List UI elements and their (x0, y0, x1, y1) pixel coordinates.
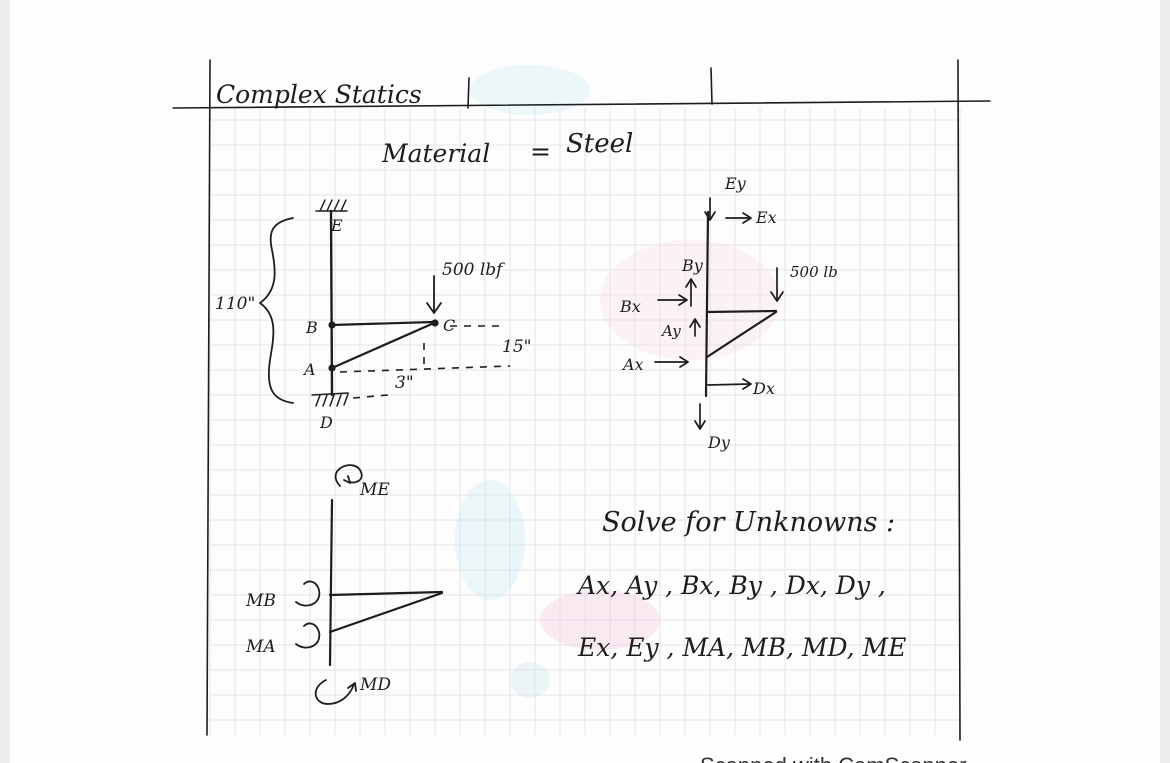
ey-arrow-icon (704, 197, 716, 221)
solve-block: Solve for Unknowns : Ax, Ay , Bx, By , D… (576, 507, 906, 662)
by-arrow-icon (685, 278, 697, 307)
md-label: MD (359, 675, 391, 695)
paper-stains (455, 65, 780, 698)
point-b-label: B (305, 318, 318, 337)
page-title: Complex Statics (216, 80, 422, 109)
ay-arrow-icon (689, 318, 701, 337)
height-brace-icon (259, 217, 294, 404)
dim-base-extension (352, 394, 389, 399)
paper-grid (209, 108, 961, 735)
dx-arrow-icon (707, 378, 752, 390)
fbd-load-label: 500 lb (790, 263, 838, 281)
member-bc (330, 320, 436, 327)
fixed-support-bottom-icon (311, 392, 349, 407)
bx-arrow-icon (657, 294, 688, 306)
height-label: 110" (215, 294, 255, 314)
point-e-label: E (330, 216, 343, 235)
fixed-support-top-icon (315, 199, 348, 212)
vertical-member (329, 209, 334, 397)
me-label: ME (359, 480, 390, 500)
solve-heading: Solve for Unknowns : (602, 507, 895, 538)
moment-member-ac (328, 591, 444, 634)
ma-moment-icon (295, 622, 321, 649)
fbd-vertical-member (704, 210, 710, 398)
joint-b (328, 321, 336, 329)
unknowns-line-1: Ax, Ay , Bx, By , Dx, Dy , (576, 571, 886, 600)
scanner-watermark: Scanned with CamScanner (700, 753, 967, 763)
load-arrow-icon (426, 275, 442, 314)
mb-label: MB (245, 591, 276, 611)
notebook-sheet: Complex Statics Material = Steel (10, 0, 1160, 763)
ex-arrow-icon (725, 212, 752, 224)
dx-label: Dx (752, 379, 775, 398)
joint-c (431, 319, 439, 327)
page-frame (172, 59, 991, 741)
moment-diagram: ME MB MA MD (245, 464, 444, 705)
equals-sign: = (530, 137, 551, 166)
moment-member-bc (328, 590, 444, 597)
point-d-label: D (319, 413, 333, 432)
ma-label: MA (245, 637, 276, 657)
me-moment-icon (334, 464, 363, 487)
fbd-load-arrow-icon (770, 267, 784, 302)
length-3-label: 3" (395, 373, 414, 393)
ax-label: Ax (621, 355, 644, 374)
fbd-member-ac (705, 310, 778, 359)
md-moment-icon (314, 679, 355, 705)
free-body-diagram: Ey Ex By Bx Ay Ax 500 lb Dx Dy (619, 174, 838, 452)
length-15-label: 15" (502, 337, 531, 357)
structure-sketch: 110" E B C A D 500 lbf 15" 3" (215, 199, 531, 432)
joint-a (328, 364, 336, 372)
fbd-member-bc (705, 309, 778, 314)
point-a-label: A (302, 360, 316, 379)
by-label: By (681, 256, 704, 275)
member-ac (330, 321, 436, 370)
load-label: 500 lbf (442, 260, 505, 280)
unknowns-line-2: Ex, Ey , MA, MB, MD, ME (577, 633, 906, 662)
ax-arrow-icon (654, 356, 689, 368)
dim-3-extension (339, 365, 511, 373)
dy-label: Dy (707, 433, 731, 452)
statics-drawing: Complex Statics Material = Steel (172, 59, 991, 763)
moment-vertical-member (328, 498, 334, 667)
material-value: Steel (566, 129, 633, 159)
ex-label: Ex (755, 208, 777, 227)
material-label: Material (381, 139, 490, 168)
point-c-label: C (443, 316, 455, 335)
ey-label: Ey (724, 174, 747, 193)
ay-label: Ay (660, 322, 681, 340)
bx-label: Bx (619, 297, 641, 316)
dy-arrow-icon (694, 403, 706, 430)
mb-moment-icon (295, 580, 321, 607)
